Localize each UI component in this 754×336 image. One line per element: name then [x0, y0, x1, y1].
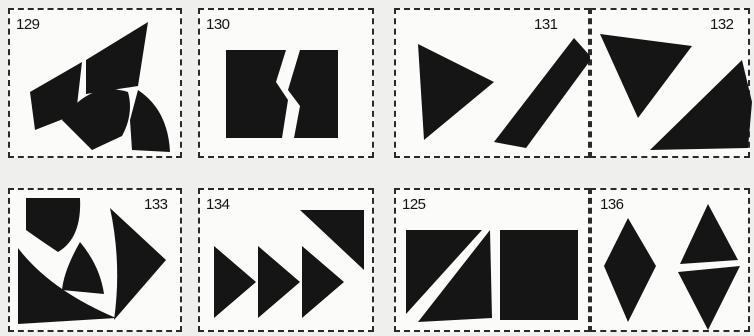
puzzle-shapes	[396, 190, 592, 334]
puzzle-panel-125: 125	[394, 188, 590, 332]
puzzle-shapes	[592, 10, 752, 160]
puzzle-panel-136: 136	[590, 188, 750, 332]
puzzle-panel-130: 130	[198, 8, 374, 158]
puzzle-shapes	[396, 10, 592, 160]
puzzle-shapes	[592, 190, 752, 334]
puzzle-shapes	[10, 10, 184, 160]
puzzle-panel-134: 134	[198, 188, 374, 332]
puzzle-panel-129: 129	[8, 8, 182, 158]
puzzle-shapes	[10, 190, 184, 334]
puzzle-panel-132: 132	[590, 8, 750, 158]
puzzle-shapes	[200, 190, 376, 334]
puzzle-panel-131: 131	[394, 8, 590, 158]
puzzle-panel-133: 133	[8, 188, 182, 332]
puzzle-shapes	[200, 10, 376, 160]
